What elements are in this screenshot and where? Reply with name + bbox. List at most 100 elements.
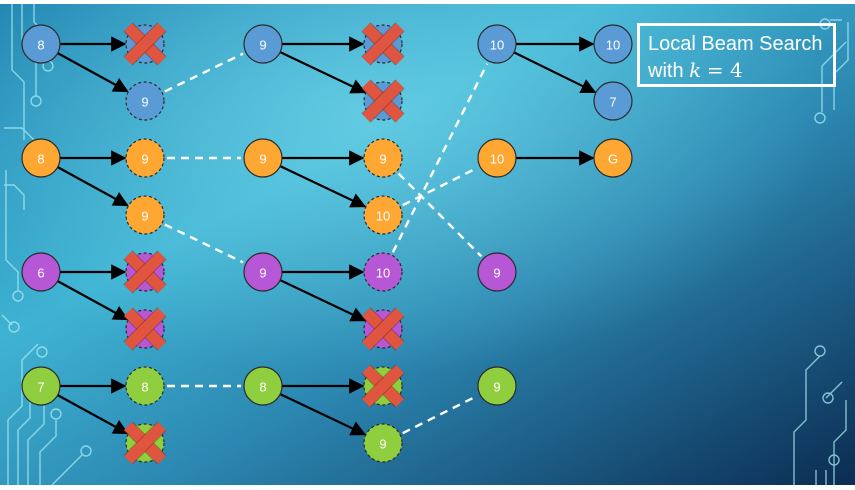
node-label: 8 [37, 152, 44, 167]
node-label: 9 [259, 38, 266, 53]
node-g1b [123, 421, 167, 465]
arrow-g2-g3b [279, 393, 367, 436]
node-circle [477, 24, 517, 64]
node-label: 9 [379, 437, 386, 452]
beam-links [164, 52, 489, 435]
node-circle [243, 252, 283, 292]
arrow-b2-b3b [279, 51, 367, 94]
node-circle [363, 423, 403, 463]
title-line-2: with k = 4 [648, 57, 825, 84]
node-circle [477, 252, 517, 292]
node-circle [363, 195, 403, 235]
node-o0: 8 [21, 138, 61, 178]
title-equation: = 4 [706, 58, 743, 82]
node-o3b: 10 [363, 195, 403, 235]
node-b3b [361, 79, 405, 123]
node-circle [125, 81, 165, 121]
node-o5: G [593, 138, 633, 178]
node-g4: 9 [477, 366, 517, 406]
title-with: with [648, 60, 684, 82]
node-label: 9 [259, 152, 266, 167]
node-label: 10 [490, 152, 504, 167]
pruned-cross-icon [361, 22, 405, 66]
arrow-b4-b5b [513, 51, 597, 94]
node-circle [477, 138, 517, 178]
node-label: 9 [379, 152, 386, 167]
pruned-cross-icon [361, 364, 405, 408]
node-o4: 10 [477, 138, 517, 178]
node-label: 9 [141, 95, 148, 110]
arrow-p0-p1b [57, 280, 129, 321]
node-circle [21, 252, 61, 292]
node-circle [21, 24, 61, 64]
node-circle [477, 366, 517, 406]
node-circle [593, 138, 633, 178]
node-g1a: 8 [125, 366, 165, 406]
pruned-cross-icon [123, 22, 167, 66]
slide-title-box: Local Beam Search with k = 4 [637, 23, 836, 87]
node-p3b [361, 307, 405, 351]
pruned-cross-icon [361, 79, 405, 123]
node-label: 10 [376, 266, 390, 281]
node-label: 10 [376, 209, 390, 224]
beam-link-o3a-p4 [397, 172, 483, 258]
beam-link-p3a-b4 [391, 63, 489, 253]
node-label: 8 [37, 38, 44, 53]
arrow-p2-p3b [279, 279, 367, 322]
title-line-1: Local Beam Search [648, 33, 823, 55]
expansion-arrows [57, 36, 597, 436]
node-o1b: 9 [125, 195, 165, 235]
node-b3a [361, 22, 405, 66]
arrow-g0-g1b [57, 394, 129, 435]
node-label: 7 [609, 95, 616, 110]
arrow-o0-o1b [57, 166, 129, 207]
node-p1a [123, 250, 167, 294]
node-circle [363, 138, 403, 178]
node-label: 9 [141, 152, 148, 167]
node-b2: 9 [243, 24, 283, 64]
arrow-b0-b1b [57, 52, 129, 93]
node-circle [21, 366, 61, 406]
beam-link-o1b-p2 [164, 223, 244, 264]
pruned-cross-icon [361, 307, 405, 351]
node-label: G [608, 152, 618, 167]
arrow-o2-o3b [279, 165, 367, 208]
node-label: 9 [259, 266, 266, 281]
node-o2: 9 [243, 138, 283, 178]
node-p2: 9 [243, 252, 283, 292]
node-p0: 6 [21, 252, 61, 292]
node-label: 6 [37, 266, 44, 281]
node-b1a [123, 22, 167, 66]
node-b0: 8 [21, 24, 61, 64]
node-o3a: 9 [363, 138, 403, 178]
title-variable: k [689, 58, 702, 82]
node-circle [125, 138, 165, 178]
node-circle [125, 366, 165, 406]
node-label: 8 [259, 380, 266, 395]
node-g0: 7 [21, 366, 61, 406]
node-g2: 8 [243, 366, 283, 406]
pruned-cross-icon [123, 421, 167, 465]
node-g3a [361, 364, 405, 408]
node-o1a: 9 [125, 138, 165, 178]
pruned-cross-icon [123, 250, 167, 294]
node-g3b: 9 [363, 423, 403, 463]
node-label: 9 [141, 209, 148, 224]
node-circle [125, 195, 165, 235]
node-p3a: 10 [363, 252, 403, 292]
circuit-decoration-right [793, 18, 849, 485]
node-label: 7 [37, 380, 44, 395]
node-circle [243, 24, 283, 64]
node-circle [21, 138, 61, 178]
node-circle [363, 252, 403, 292]
node-label: 9 [493, 266, 500, 281]
node-circle [593, 24, 633, 64]
node-p4: 9 [477, 252, 517, 292]
node-p1b [123, 307, 167, 351]
node-label: 8 [141, 380, 148, 395]
node-b5a: 10 [593, 24, 633, 64]
node-label: 10 [490, 38, 504, 53]
node-b5b: 7 [593, 81, 633, 121]
